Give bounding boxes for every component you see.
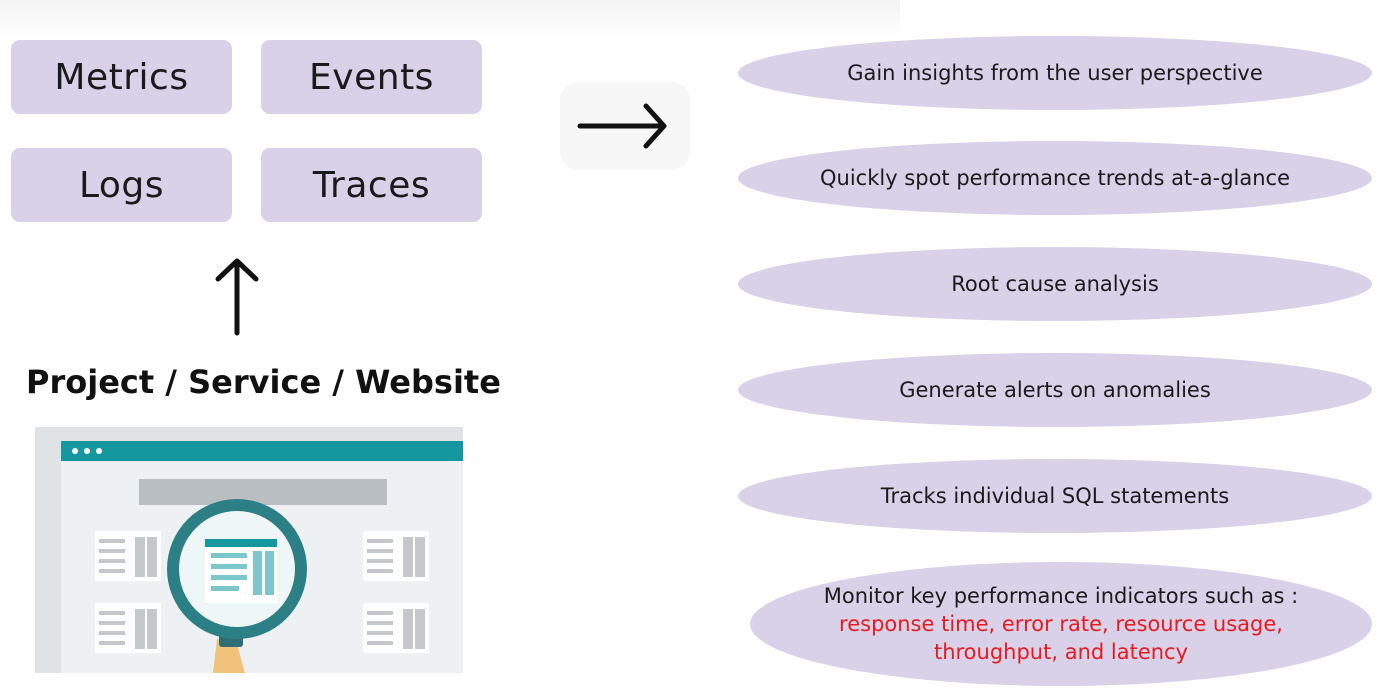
signal-label-logs: Logs — [78, 164, 165, 206]
benefit-label: Generate alerts on anomalies — [899, 378, 1211, 402]
signal-tile-events: Events — [261, 40, 482, 114]
benefit-label: Quickly spot performance trends at-a-gla… — [819, 166, 1291, 190]
benefit-label: Root cause analysis — [951, 272, 1159, 296]
signal-tile-logs: Logs — [11, 148, 232, 222]
benefit-pill: Quickly spot performance trends at-a-gla… — [738, 141, 1372, 215]
background-fade — [0, 0, 900, 40]
arrow-right-icon — [560, 82, 690, 170]
source-title: Project / Service / Website — [26, 363, 501, 401]
arrow-up-icon — [215, 258, 259, 336]
signal-label-metrics: Metrics — [54, 56, 189, 98]
signal-label-traces: Traces — [312, 164, 431, 206]
benefit-pill: Gain insights from the user perspective — [738, 36, 1372, 110]
benefit-pill: Tracks individual SQL statements — [738, 459, 1372, 533]
benefit-label: Tracks individual SQL statements — [880, 484, 1230, 508]
benefit-label: Gain insights from the user perspective — [847, 61, 1263, 85]
benefit-pill: Generate alerts on anomalies — [738, 353, 1372, 427]
kpi-intro: Monitor key performance indicators such … — [823, 584, 1299, 608]
signal-tile-metrics: Metrics — [11, 40, 232, 114]
benefit-pill: Root cause analysis — [738, 247, 1372, 321]
signal-label-events: Events — [309, 56, 434, 98]
magnifier-browser-illustration — [35, 427, 463, 673]
kpi-highlight: response time, error rate, resource usag… — [839, 612, 1283, 664]
signal-tile-traces: Traces — [261, 148, 482, 222]
kpi-pill: Monitor key performance indicators such … — [750, 562, 1372, 686]
